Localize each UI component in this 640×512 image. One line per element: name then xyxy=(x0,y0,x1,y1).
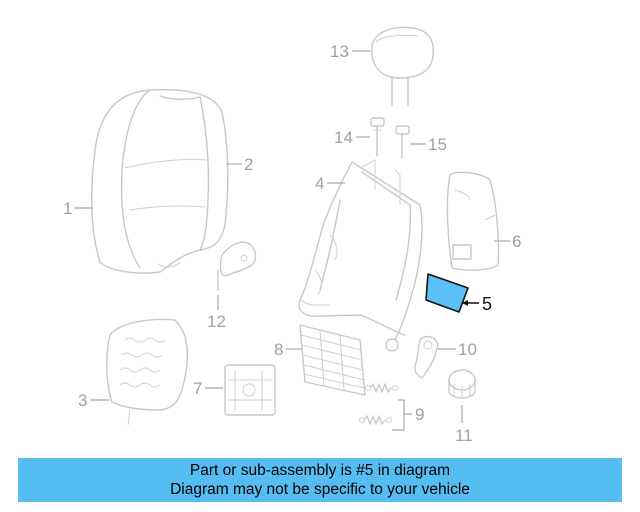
seat-parts-diagram: 1 2 13 14 15 xyxy=(63,26,521,445)
callout-label-15: 15 xyxy=(428,135,447,154)
info-banner: Part or sub-assembly is #5 in diagram Di… xyxy=(18,458,622,502)
callout-3: 3 xyxy=(78,391,110,410)
callout-14: 14 xyxy=(334,128,370,147)
seat-back-cover xyxy=(91,88,229,274)
callout-7: 7 xyxy=(193,379,223,398)
springs xyxy=(359,383,398,425)
callout-label-14: 14 xyxy=(334,128,353,147)
callout-1: 1 xyxy=(63,199,93,218)
banner-line-1: Part or sub-assembly is #5 in diagram xyxy=(189,462,451,479)
callout-label-3: 3 xyxy=(78,391,87,410)
callout-12: 12 xyxy=(207,295,226,331)
callout-label-2: 2 xyxy=(244,155,253,174)
spring-mat xyxy=(299,324,366,396)
callout-11: 11 xyxy=(455,405,473,445)
banner-line-2: Diagram may not be specific to your vehi… xyxy=(170,481,470,498)
callout-label-11: 11 xyxy=(455,426,473,445)
callout-8: 8 xyxy=(274,340,302,359)
callout-label-1: 1 xyxy=(63,199,72,218)
callout-10: 10 xyxy=(438,340,477,359)
headrest-guide-14 xyxy=(370,117,385,157)
lumbar-mechanism xyxy=(224,364,276,416)
callout-2: 2 xyxy=(226,155,253,174)
callout-9: 9 xyxy=(392,399,424,431)
seat-back-frame xyxy=(298,159,423,352)
callout-label-10: 10 xyxy=(458,340,477,359)
callout-5: 5 xyxy=(462,294,492,314)
adjust-knob xyxy=(448,369,476,399)
callout-label-7: 7 xyxy=(193,379,202,398)
callout-15: 15 xyxy=(410,135,447,154)
back-panel xyxy=(446,171,500,271)
callout-4: 4 xyxy=(315,174,345,193)
headrest xyxy=(371,26,435,107)
recline-lever xyxy=(414,335,439,379)
callout-label-4: 4 xyxy=(315,174,324,193)
callout-label-6: 6 xyxy=(512,232,521,251)
callout-label-9: 9 xyxy=(415,405,424,424)
callout-label-8: 8 xyxy=(274,340,283,359)
lumbar-pad xyxy=(106,318,189,426)
recliner-bracket xyxy=(217,241,257,291)
callout-label-13: 13 xyxy=(330,42,349,61)
part-5-highlighted xyxy=(425,273,469,313)
callout-6: 6 xyxy=(494,232,521,251)
callout-13: 13 xyxy=(330,42,370,61)
callout-label-12: 12 xyxy=(207,312,226,331)
headrest-guide-15 xyxy=(395,125,410,159)
callout-label-5: 5 xyxy=(482,294,492,314)
